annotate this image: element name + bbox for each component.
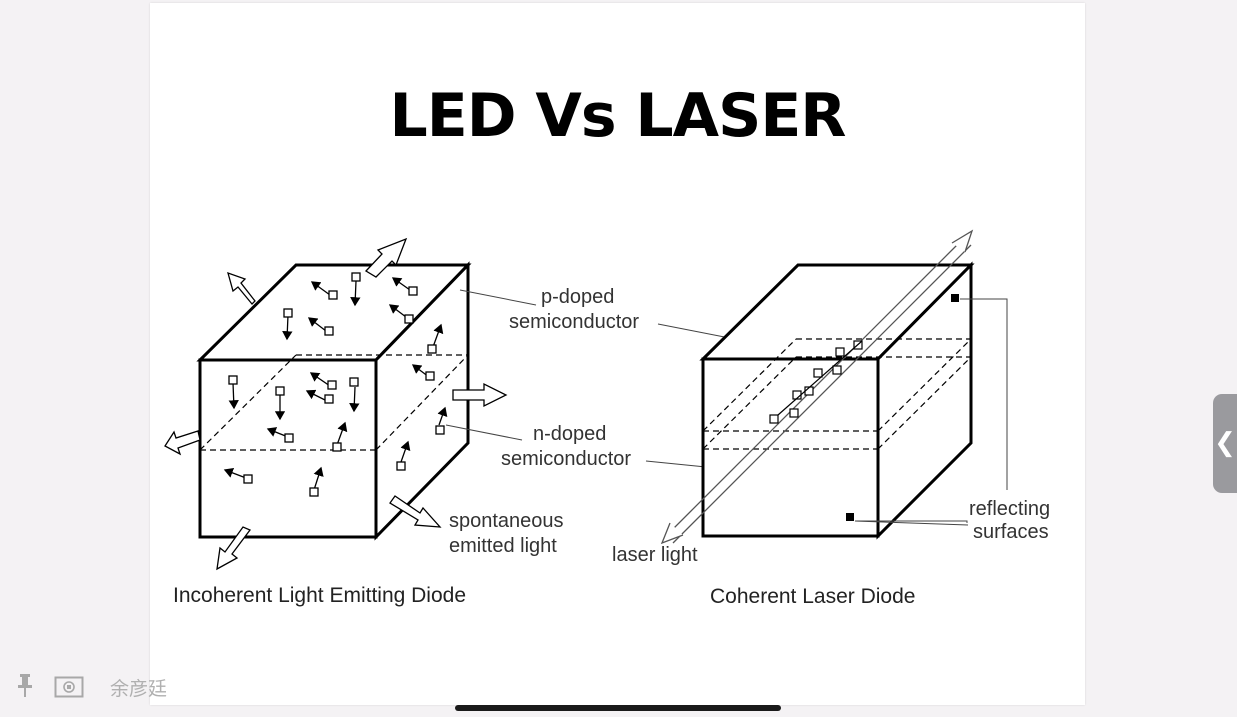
led-cube: [196, 261, 472, 541]
laser-light-label: laser light: [612, 544, 698, 566]
led-emission-arrows: [164, 237, 508, 571]
slide: LED Vs LASER: [150, 3, 1085, 705]
led-pointer-lines: [445, 289, 537, 441]
spontaneous-label-1: spontaneous: [449, 510, 564, 532]
home-indicator[interactable]: [455, 705, 781, 711]
p-doped-label-1: p-doped: [541, 286, 614, 308]
spontaneous-label-2: emitted light: [449, 535, 557, 557]
chevron-left-icon: ❮: [1214, 427, 1236, 458]
n-doped-label-1: n-doped: [533, 423, 606, 445]
laser-cube: [699, 261, 975, 540]
side-panel-tab[interactable]: ❮: [1213, 394, 1237, 493]
led-caption: Incoherent Light Emitting Diode: [173, 584, 466, 607]
user-name: 余彦廷: [110, 678, 168, 700]
pin-icon[interactable]: [14, 672, 36, 698]
led-laser-diagram: p-doped semiconductor n-doped semiconduc…: [164, 229, 1050, 608]
reflecting-label-1: reflecting: [969, 498, 1050, 520]
laser-caption: Coherent Laser Diode: [710, 585, 915, 608]
laser-beam: [660, 229, 974, 545]
p-doped-label-2: semiconductor: [509, 311, 639, 333]
bottom-toolbar: 余彦廷: [0, 668, 300, 704]
reflecting-label-2: surfaces: [973, 521, 1049, 543]
led-particles: [223, 272, 448, 497]
slide-title: LED Vs LASER: [389, 81, 846, 151]
n-doped-label-2: semiconductor: [501, 448, 631, 470]
laser-photons: [769, 340, 863, 424]
frame-icon[interactable]: [54, 676, 84, 698]
reflecting-surfaces: [846, 294, 1008, 526]
